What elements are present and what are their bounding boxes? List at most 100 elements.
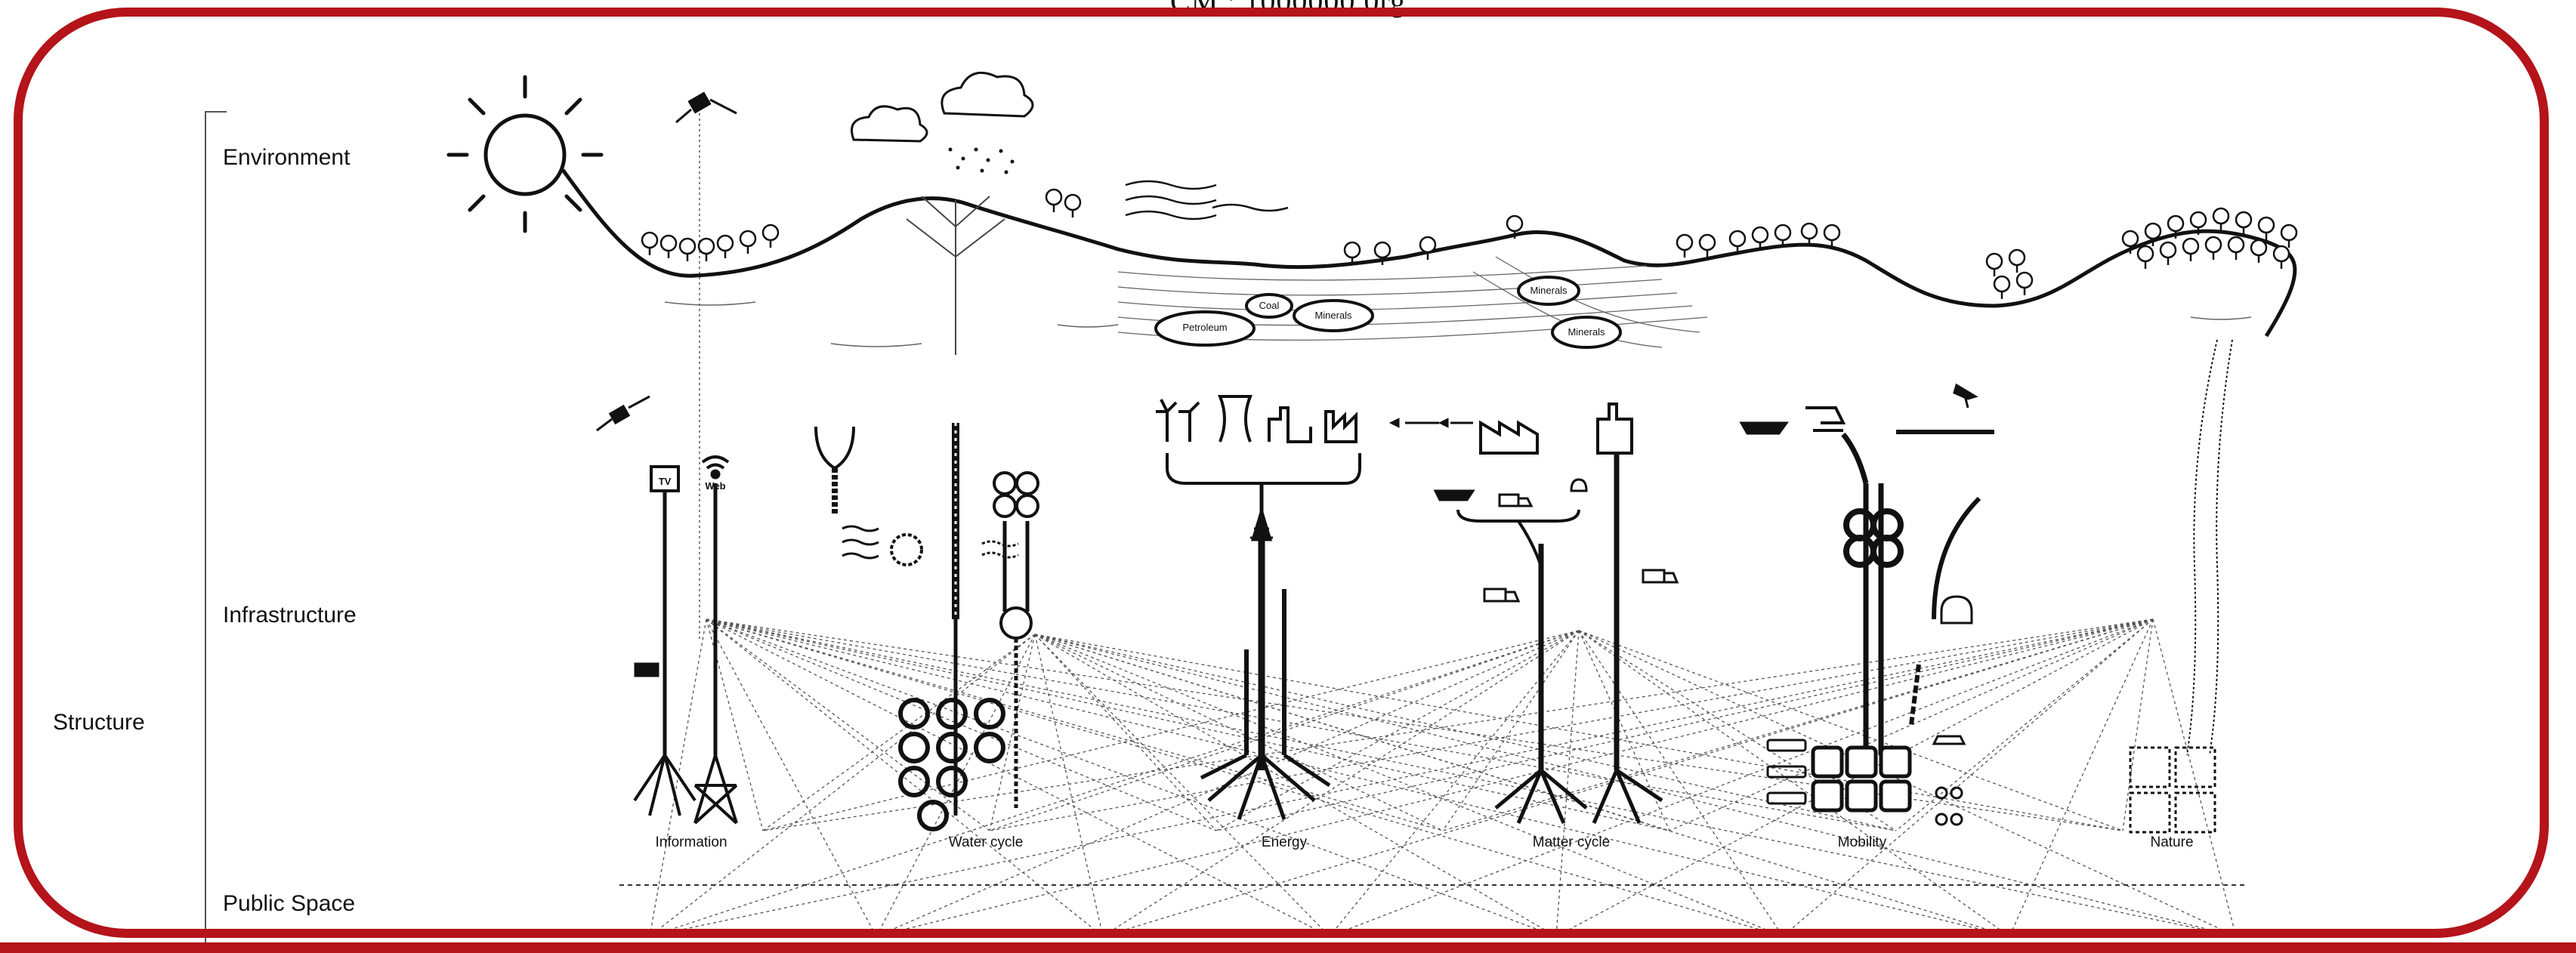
petroleum-label: Petroleum [1182,322,1227,333]
cooling-tower-icon [1220,396,1250,442]
tree-icon [718,236,733,251]
connection-line [1216,619,2153,831]
information-network [635,457,737,823]
connection-lines [650,619,2236,936]
water-loop [900,768,928,795]
tree-icon [1994,276,2009,291]
satellite-icon-2 [597,396,650,430]
page-header: CM : 1000000.0rg [0,0,2576,19]
connection-line [1035,634,1216,831]
wind-turbine-icon [1156,399,1199,442]
truck-icon [1500,495,1531,506]
water-loop [976,734,1003,761]
tree-icon [2168,216,2183,231]
column-label-matter-cycle: Matter cycle [1533,834,1610,851]
factory-icon-2 [1481,423,1537,453]
tree-icon [2236,212,2251,227]
tree-icon [699,239,714,254]
connection-line [706,619,1443,831]
connection-line [706,619,2236,936]
water-tower-icon [816,427,854,468]
water-loop [900,700,928,727]
water-loop [938,700,965,727]
tree-icon [740,231,755,246]
tree-icon [661,236,676,251]
connection-line [763,619,2153,831]
tree-icon [1987,254,2002,269]
filter-icon [994,473,1038,517]
connection-line [706,619,1103,936]
connection-line [1035,634,1103,936]
tree-icon [2274,246,2289,261]
tree-icon [1730,231,1745,246]
tree-icon [1375,242,1390,258]
water-loop [919,802,947,829]
factory-icon [1326,412,1356,442]
connection-line [1035,634,1783,936]
cloud-icon [852,72,1033,141]
pump-icon [891,535,922,565]
rain-icon [949,148,1015,174]
tree-icon [1507,216,1522,231]
nature-trunk [2187,340,2232,755]
tv-label: TV [659,476,672,487]
airplane-icon [1954,385,1975,408]
tree-icon [763,225,778,240]
harbour-icon [1805,408,1843,430]
connection-line [1330,619,2153,936]
park-grid [2130,748,2215,832]
tree-icon [2259,217,2274,233]
ship-icon-2 [1741,423,1787,433]
lake-strokes [665,302,2251,347]
connection-line [2009,619,2153,936]
router-icon [636,665,657,675]
bottom-bar [0,942,2576,953]
tree-icon [2138,246,2153,261]
mobility-grid [1813,748,1910,810]
connection-line [1035,634,1443,831]
interchange-icon [1846,511,1901,565]
tree-icon [1753,227,1768,242]
connection-line [2153,619,2236,936]
connection-line [876,619,2153,936]
connection-line [1103,631,1579,936]
tree-icon [1700,235,1715,250]
treatment-tank-icon [1001,608,1031,638]
tree-icon [2229,237,2244,252]
water-loops [900,700,1003,829]
row-label-infrastructure: Infrastructure [223,603,357,628]
column-label-water-cycle: Water cycle [949,834,1024,851]
row-label-environment: Environment [223,145,350,171]
column-label-energy: Energy [1262,834,1307,851]
tree-icon [1420,237,1435,252]
tree-icon [2281,225,2296,240]
column-label-information: Information [655,834,727,851]
water-loop [938,734,965,761]
tree-icon [642,233,657,248]
transmission-tower-icon [1250,510,1273,540]
connection-line [1896,619,2153,831]
sun-icon [449,77,601,231]
tree-icon [2183,239,2198,254]
connection-line [1579,631,2009,936]
tree-icon [2213,208,2229,224]
tree-icon [1677,235,1692,250]
tree-icon [2145,224,2161,239]
groundwater-roots [907,196,1005,355]
power-plant-icon [1269,408,1311,442]
connection-line [650,619,2153,936]
train-icon [1941,597,1972,623]
connection-line [706,619,876,936]
satellite-icon [676,94,737,122]
connection-line [650,631,1579,936]
car-icon [1934,736,1964,744]
matter-network [1435,404,1677,823]
column-label-mobility: Mobility [1838,834,1886,851]
water-loop [976,700,1003,727]
public-space-band [619,885,2247,932]
minerals-label-3: Minerals [1568,326,1605,338]
coal-label: Coal [1259,300,1280,311]
connection-line [1443,619,2153,831]
tree-icon [680,239,695,254]
